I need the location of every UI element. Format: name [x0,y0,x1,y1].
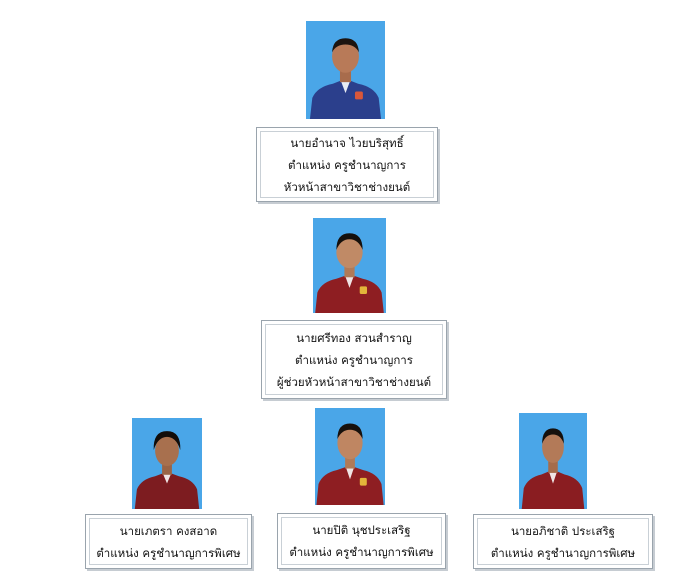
member-position: ตำแหน่ง ครูชำนาญการ [295,352,413,367]
member-position: ตำแหน่ง ครูชำนาญการ [288,157,406,172]
portrait-icon [315,408,385,505]
portrait-icon [306,21,385,119]
member-1-card: นายอำนาจ ไวยบริสุทธิ์ ตำแหน่ง ครูชำนาญกา… [256,127,438,202]
member-position: ตำแหน่ง ครูชำนาญการพิเศษ [96,545,241,560]
member-5-card: นายอภิชาติ ประเสริฐ ตำแหน่ง ครูชำนาญการพ… [473,514,653,569]
member-name: นายปิติ นุชประเสริฐ [312,523,411,537]
member-4-photo [315,408,385,505]
member-5-photo [519,413,587,509]
member-position: ตำแหน่ง ครูชำนาญการพิเศษ [490,545,636,560]
member-name: นายอภิชาติ ประเสริฐ [510,523,616,538]
member-1-photo [306,21,385,119]
member-role: หัวหน้าสาขาวิชาช่างยนต์ [283,179,411,194]
portrait-icon [313,218,386,313]
member-position: ตำแหน่ง ครูชำนาญการพิเศษ [289,545,434,559]
portrait-icon [519,413,587,509]
member-3-card: นายเภตรา คงสอาด ตำแหน่ง ครูชำนาญการพิเศษ [85,514,252,569]
member-name: นายเภตรา คงสอาด [119,523,218,538]
member-name: นายอำนาจ ไวยบริสุทธิ์ [290,135,404,150]
member-name: นายศรีทอง สวนสำราญ [296,330,412,345]
member-role: ผู้ช่วยหัวหน้าสาขาวิชาช่างยนต์ [276,374,432,389]
member-2-photo [313,218,386,313]
portrait-icon [132,418,202,509]
member-3-photo [132,418,202,509]
member-4-card: นายปิติ นุชประเสริฐ ตำแหน่ง ครูชำนาญการพ… [277,513,446,569]
member-2-card: นายศรีทอง สวนสำราญ ตำแหน่ง ครูชำนาญการ ผ… [261,320,447,399]
